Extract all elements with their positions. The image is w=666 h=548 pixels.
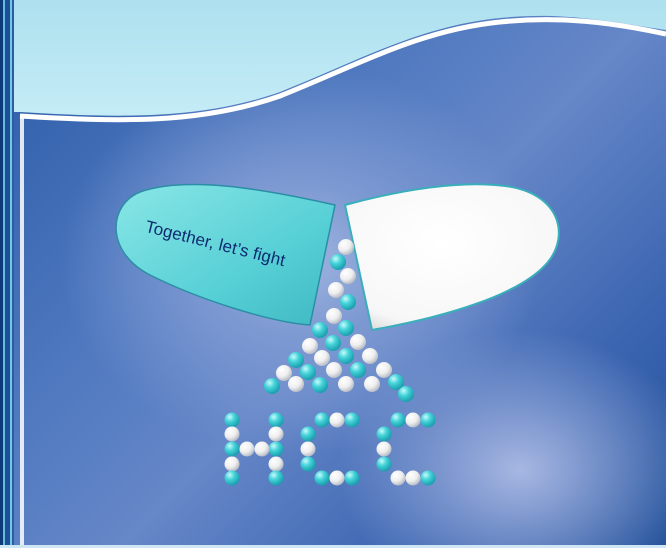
logo-bead-h xyxy=(268,470,284,486)
bead xyxy=(340,268,356,284)
logo-bead-h xyxy=(224,441,240,457)
logo-bead-h xyxy=(268,441,284,457)
logo-bead-c2 xyxy=(376,456,392,472)
logo-bead-c2 xyxy=(376,426,392,442)
logo-bead-c1 xyxy=(329,412,345,428)
logo-bead-c1 xyxy=(314,470,330,486)
bead xyxy=(338,320,354,336)
bead xyxy=(338,239,354,255)
hcc-bead-logo xyxy=(224,412,436,486)
logo-bead-h xyxy=(239,441,255,457)
logo-bead-c1 xyxy=(300,426,316,442)
bottom-border-rule xyxy=(0,545,666,548)
logo-bead-c2 xyxy=(420,470,436,486)
bead xyxy=(350,362,366,378)
bead xyxy=(388,374,404,390)
logo-bead-h xyxy=(268,456,284,472)
logo-bead-c1 xyxy=(344,470,360,486)
bead xyxy=(330,254,346,270)
bead xyxy=(300,364,316,380)
bead xyxy=(276,365,292,381)
logo-bead-h xyxy=(254,441,270,457)
logo-bead-h xyxy=(224,426,240,442)
bead xyxy=(350,334,366,350)
left-border-rule xyxy=(0,0,14,548)
bead xyxy=(326,308,342,324)
logo-bead-c1 xyxy=(344,412,360,428)
logo-bead-h xyxy=(224,456,240,472)
logo-bead-c2 xyxy=(420,412,436,428)
bead xyxy=(302,338,318,354)
logo-bead-c2 xyxy=(390,470,406,486)
bead xyxy=(376,362,392,378)
bead xyxy=(398,386,414,402)
bead xyxy=(288,352,304,368)
bead xyxy=(362,348,378,364)
bead xyxy=(312,322,328,338)
bead xyxy=(264,378,280,394)
bead-stream xyxy=(264,239,414,402)
logo-bead-h xyxy=(224,470,240,486)
logo-bead-c1 xyxy=(329,470,345,486)
logo-bead-c2 xyxy=(405,470,421,486)
bead xyxy=(325,335,341,351)
logo-bead-h xyxy=(224,412,240,428)
header-wave-edge xyxy=(19,17,666,123)
logo-bead-h xyxy=(268,426,284,442)
bead xyxy=(340,294,356,310)
logo-bead-c2 xyxy=(376,441,392,457)
bead xyxy=(314,350,330,366)
bead xyxy=(338,348,354,364)
logo-bead-c1 xyxy=(300,456,316,472)
bead xyxy=(312,377,328,393)
logo-bead-c2 xyxy=(405,412,421,428)
bead xyxy=(338,376,354,392)
logo-bead-c2 xyxy=(390,412,406,428)
logo-bead-c1 xyxy=(314,412,330,428)
bead xyxy=(364,376,380,392)
bead xyxy=(288,376,304,392)
logo-bead-h xyxy=(268,412,284,428)
capsule-white-half xyxy=(343,183,560,332)
capsule-teal-half xyxy=(115,183,336,326)
header-wave-band xyxy=(0,0,666,116)
logo-bead-c1 xyxy=(300,441,316,457)
bead xyxy=(328,282,344,298)
bead xyxy=(326,362,342,378)
